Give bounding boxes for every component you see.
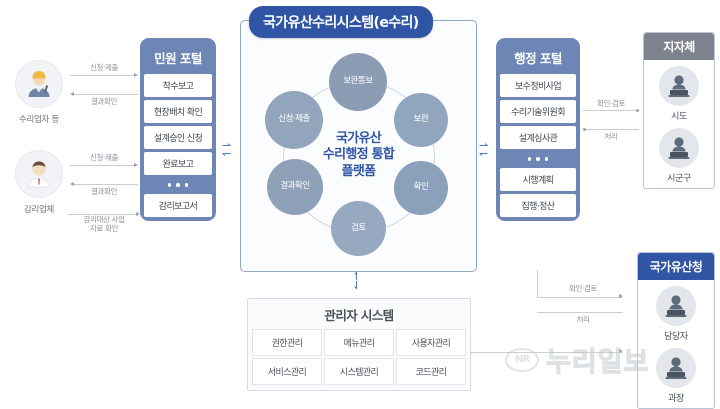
actor-label: 감리업체 bbox=[23, 205, 55, 215]
connector-segment bbox=[537, 312, 623, 313]
admin-system-grid: 권한관리 메뉴관리 사용자관리 서비스관리 시스템관리 코드관리 bbox=[248, 329, 470, 390]
ellipsis-indicator bbox=[500, 152, 576, 165]
flow-contractor-result: 결과확인 bbox=[70, 92, 138, 107]
civil-core-connector: ⇀ ↽ bbox=[222, 139, 232, 160]
arrow-up-icon: ↿ bbox=[352, 270, 362, 283]
list-item[interactable]: 시행계획 bbox=[500, 167, 576, 191]
local-gov-title: 지자체 bbox=[644, 33, 714, 60]
grid-cell[interactable]: 시스템관리 bbox=[324, 358, 394, 385]
civil-portal-panel[interactable]: 민원 포털 착수보고 현장배치 확인 설계승인 신청 완료보고 감리보고서 bbox=[140, 38, 216, 221]
supervision-data-arrow bbox=[68, 212, 140, 216]
cycle-node-result[interactable]: 결과확인 bbox=[267, 159, 323, 215]
actor-label: 수리업자 등 bbox=[18, 115, 59, 125]
actor-repair-contractor: 수리업자 등 bbox=[4, 60, 74, 125]
watermark-text: 누리일보 bbox=[545, 347, 650, 379]
heritage-admin-title: 국가유산청 bbox=[638, 253, 714, 280]
arrow-left-icon: ↽ bbox=[479, 147, 489, 160]
core-system-panel: 보완통보 보완 확인 검토 결과확인 신청·제출 국가유산 수리행정 통합 플랫… bbox=[240, 20, 477, 272]
flow-contractor-submit: 신청·제출 bbox=[70, 62, 138, 77]
center-line-3: 플랫폼 bbox=[341, 163, 376, 179]
person-label: 과장 bbox=[668, 394, 684, 404]
cycle-node-notify[interactable]: 보완통보 bbox=[329, 53, 387, 111]
connector-segment bbox=[537, 270, 538, 298]
flow-localgov-process: 처리 bbox=[583, 128, 639, 142]
cycle-node-supplement[interactable]: 보완 bbox=[394, 93, 448, 147]
arrow-left-icon: ↽ bbox=[222, 147, 232, 160]
flow-label: 신청·제출 bbox=[90, 63, 118, 72]
grid-cell[interactable]: 코드관리 bbox=[396, 358, 466, 385]
platform-center-label: 국가유산 수리행정 통합 플랫폼 bbox=[322, 130, 395, 181]
connector-segment bbox=[470, 352, 623, 353]
flow-label: 확인·검토 bbox=[597, 99, 625, 108]
admin-system-panel: 관리자 시스템 권한관리 메뉴관리 사용자관리 서비스관리 시스템관리 코드관리 bbox=[247, 298, 471, 391]
platform-cycle-wheel: 보완통보 보완 확인 검토 결과확인 신청·제출 국가유산 수리행정 통합 플랫… bbox=[251, 53, 466, 258]
center-line-2: 수리행정 통합 bbox=[322, 147, 395, 163]
grid-cell[interactable]: 권한관리 bbox=[252, 329, 322, 356]
officer-avatar-icon bbox=[656, 348, 696, 388]
flow-label: 처리 bbox=[604, 132, 618, 141]
cycle-node-apply[interactable]: 신청·제출 bbox=[265, 91, 323, 149]
ellipsis-indicator bbox=[144, 178, 212, 191]
flow-label: 결과확인 bbox=[91, 187, 117, 196]
flow-label: 신청·제출 bbox=[90, 153, 118, 162]
list-item[interactable]: 완료보고 bbox=[144, 152, 212, 175]
grid-cell[interactable]: 사용자관리 bbox=[396, 329, 466, 356]
arrow-down-icon: ⇃ bbox=[352, 279, 362, 292]
person-label: 담당자 bbox=[664, 332, 688, 342]
local-gov-person: 시도 bbox=[644, 60, 714, 126]
note-line-2: 자료 확인 bbox=[90, 224, 118, 234]
flow-label: 확인·검토 bbox=[569, 284, 597, 293]
heritage-admin-person: 과장 bbox=[638, 346, 714, 408]
list-item[interactable]: 설계승인 신청 bbox=[144, 126, 212, 149]
flow-supervisor-submit: 신청·제출 bbox=[70, 152, 138, 167]
list-item[interactable]: 설계심사관 bbox=[500, 126, 576, 149]
officer-avatar-icon bbox=[659, 66, 699, 106]
cycle-node-review[interactable]: 검토 bbox=[331, 201, 386, 256]
list-item[interactable]: 보수정비사업 bbox=[500, 74, 576, 97]
actor-supervision-company: 감리업체 bbox=[4, 150, 74, 215]
heritage-admin-person: 담당자 bbox=[638, 280, 714, 346]
supervisor-avatar-icon bbox=[15, 150, 63, 198]
heritage-admin-panel: 국가유산청 담당자 과장 bbox=[637, 252, 715, 409]
note-line-1: 감리대상 사업 bbox=[83, 215, 125, 224]
connector-segment bbox=[537, 297, 623, 298]
flow-supervisor-result: 결과확인 bbox=[70, 182, 138, 197]
civil-portal-items: 착수보고 현장배치 확인 설계승인 신청 완료보고 감리보고서 bbox=[144, 74, 212, 217]
person-label: 시도 bbox=[671, 112, 687, 122]
list-item[interactable]: 감리보고서 bbox=[144, 193, 212, 217]
core-system-title: 국가유산수리시스템(e수리) bbox=[249, 6, 433, 38]
civil-portal-title: 민원 포털 bbox=[154, 51, 202, 66]
grid-cell[interactable]: 메뉴관리 bbox=[324, 329, 394, 356]
officer-avatar-icon bbox=[659, 128, 699, 168]
officer-avatar-icon bbox=[656, 286, 696, 326]
center-line-1: 국가유산 bbox=[335, 130, 382, 146]
arrow-right-icon bbox=[619, 294, 623, 298]
grid-cell[interactable]: 서비스관리 bbox=[252, 358, 322, 385]
list-item[interactable]: 현장배치 확인 bbox=[144, 100, 212, 123]
admin-portal-panel[interactable]: 행정 포털 보수정비사업 수리기술위원회 설계심사관 시행계획 집행·정산 bbox=[496, 38, 580, 221]
local-gov-panel: 지자체 시도 시군구 bbox=[643, 32, 715, 189]
list-item[interactable]: 집행·정산 bbox=[500, 193, 576, 217]
local-gov-person: 시군구 bbox=[644, 126, 714, 188]
flow-label: 처리 bbox=[576, 315, 590, 324]
admin-portal-items: 보수정비사업 수리기술위원회 설계심사관 시행계획 집행·정산 bbox=[500, 74, 576, 217]
flow-label: 결과확인 bbox=[91, 97, 117, 106]
list-item[interactable]: 수리기술위원회 bbox=[500, 100, 576, 123]
arrow-right-icon bbox=[619, 349, 623, 353]
supervision-data-note: 감리대상 사업 자료 확인 bbox=[68, 215, 140, 234]
admin-system-title: 관리자 시스템 bbox=[324, 308, 394, 323]
flow-localgov-review: 확인·검토 bbox=[583, 98, 639, 112]
worker-avatar-icon bbox=[15, 60, 63, 108]
list-item[interactable]: 착수보고 bbox=[144, 74, 212, 97]
arrow-right-icon: ⇀ bbox=[479, 139, 489, 152]
person-label: 시군구 bbox=[667, 174, 691, 184]
admin-core-connector: ⇀ ↽ bbox=[479, 139, 489, 160]
arrow-right-icon: ⇀ bbox=[222, 139, 232, 152]
core-admin-vertical-connector: ↿ ⇃ bbox=[352, 270, 362, 292]
cycle-node-confirm[interactable]: 확인 bbox=[394, 161, 448, 215]
admin-portal-title: 행정 포털 bbox=[514, 51, 562, 66]
watermark: NR 누리일보 bbox=[505, 340, 649, 379]
